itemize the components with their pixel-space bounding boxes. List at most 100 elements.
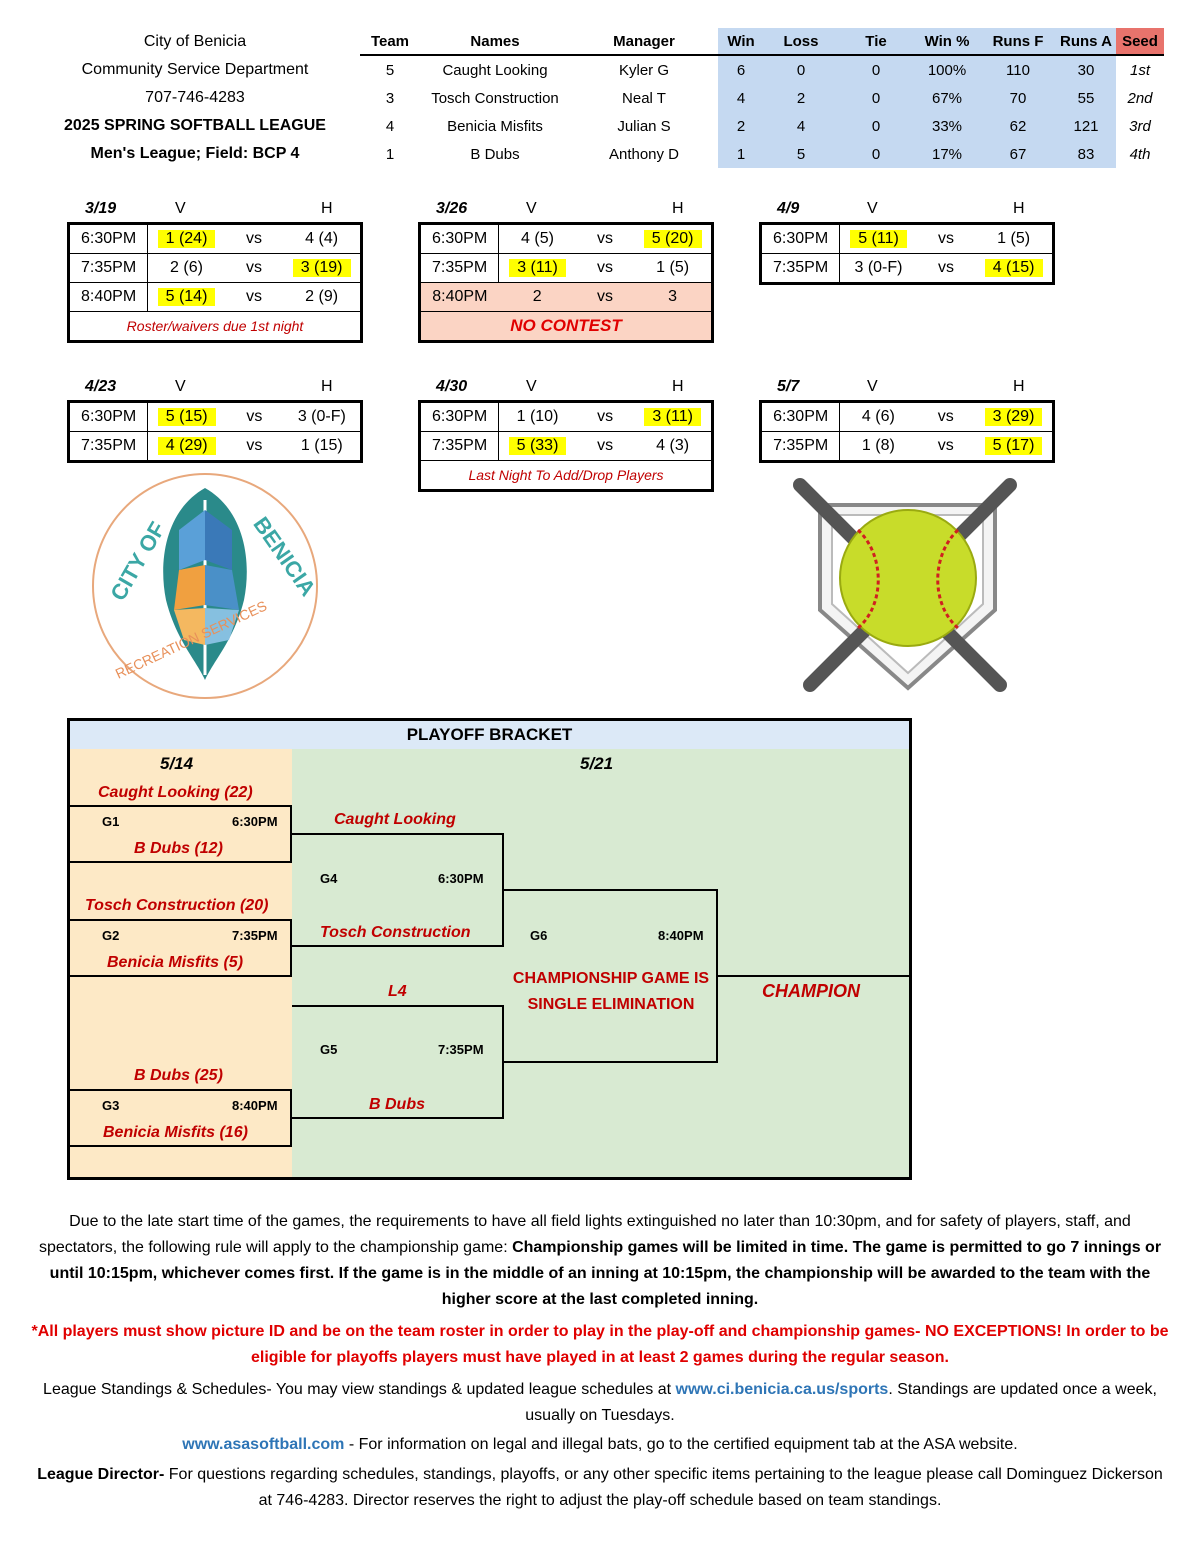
standings-cell: Caught Looking	[442, 61, 548, 79]
game-time: 6:30PM	[759, 401, 841, 432]
visitor-label: V	[175, 378, 186, 395]
vs-label: vs	[575, 431, 635, 461]
standings-cell: 3	[385, 89, 395, 107]
bracket-title: PLAYOFF BRACKET	[70, 721, 909, 749]
col-runs-for: Runs F	[980, 28, 1056, 55]
g1-top-team: Caught Looking (22)	[98, 784, 253, 801]
g6-time: 8:40PM	[658, 928, 704, 943]
svg-text:BENICIA: BENICIA	[248, 512, 320, 601]
standings-cell: 2	[764, 84, 838, 112]
g3-time: 8:40PM	[232, 1098, 278, 1113]
standings-cell: 3rd	[1129, 117, 1151, 135]
standings-cell: 1	[718, 140, 764, 168]
week-date: 3/26	[436, 200, 468, 217]
championship-note: CHAMPIONSHIP GAME IS SINGLE ELIMINATION	[512, 970, 710, 1013]
col-loss: Loss	[764, 28, 838, 55]
visitor-team: 4 (5)	[498, 223, 576, 254]
week-date: 5/7	[777, 378, 800, 395]
sports-link[interactable]: www.ci.benicia.ca.us/sports	[675, 1381, 889, 1398]
g2-label: G2	[102, 928, 120, 943]
g5-top-team: L4	[388, 983, 407, 1000]
col-win: Win	[718, 28, 764, 55]
standings-cell: B Dubs	[470, 145, 520, 163]
g1-label: G1	[102, 814, 120, 829]
vs-label: vs	[224, 253, 284, 283]
visitor-label: V	[526, 378, 537, 395]
g5-bottom-line	[292, 1117, 504, 1119]
g3-connector	[290, 1089, 292, 1147]
g1-time: 6:30PM	[232, 814, 278, 829]
visitor-team: 3 (11)	[498, 253, 576, 283]
visitor-team: 1 (8)	[839, 431, 917, 462]
standings-cell: 0	[838, 140, 914, 168]
home-team: 3 (11)	[634, 401, 714, 432]
vs-label: vs	[224, 223, 284, 254]
home-label: H	[321, 200, 333, 217]
vs-label: vs	[575, 282, 635, 312]
col-names: Names	[470, 32, 520, 50]
standings-cell: 100%	[914, 55, 980, 84]
standings-cell: 121	[1056, 112, 1116, 140]
home-team: 1 (5)	[975, 223, 1055, 254]
visitor-team: 4 (29)	[147, 431, 226, 462]
champion-line	[718, 975, 909, 977]
vs-label: vs	[225, 401, 284, 432]
standings-cell: 67%	[914, 84, 980, 112]
home-team: 3 (19)	[283, 253, 363, 283]
home-team: 5 (20)	[634, 223, 714, 254]
g6-top-line	[504, 889, 718, 891]
standings-cell: 2nd	[1127, 89, 1153, 107]
game-time: 7:35PM	[759, 253, 841, 284]
week-date: 4/30	[436, 378, 468, 395]
home-team: 5 (17)	[975, 431, 1055, 462]
standings-cell: 6	[718, 55, 764, 84]
game-time: 7:35PM	[67, 253, 149, 283]
g2-bottom-team: Benicia Misfits (5)	[107, 954, 244, 971]
g2-top-team: Tosch Construction (20)	[85, 897, 269, 914]
home-team: 4 (15)	[975, 253, 1055, 284]
visitor-team: 5 (33)	[498, 431, 576, 461]
g4-bottom-team: Tosch Construction	[320, 924, 471, 941]
playoff-bracket: PLAYOFF BRACKET 5/14 5/21 Caught Looking…	[67, 718, 912, 1180]
visitor-team: 5 (11)	[839, 223, 917, 254]
game-time: 6:30PM	[418, 401, 500, 432]
visitor-team: 1 (10)	[498, 401, 576, 432]
visitor-team: 5 (14)	[147, 282, 225, 312]
svg-text:CITY OF: CITY OF	[105, 518, 170, 605]
phone-number: 707-746-4283	[145, 89, 245, 106]
home-label: H	[1013, 200, 1025, 217]
g3-label: G3	[102, 1098, 120, 1113]
g5-bottom-team: B Dubs	[369, 1096, 425, 1113]
game-time: 7:35PM	[759, 431, 841, 462]
game-time: 6:30PM	[418, 223, 500, 254]
visitor-team: 1 (24)	[147, 223, 225, 254]
col-team: Team	[370, 32, 410, 50]
home-team: 2 (9)	[283, 282, 363, 312]
g4-bottom-line	[292, 945, 504, 947]
g4-time: 6:30PM	[438, 871, 484, 886]
g6-connector	[716, 889, 718, 1063]
asa-link[interactable]: www.asasoftball.com	[182, 1436, 345, 1453]
standings-cell: 110	[980, 55, 1056, 84]
visitor-team: 2	[498, 282, 576, 312]
g4-label: G4	[320, 871, 338, 886]
division-title: Men's League; Field: BCP 4	[90, 145, 300, 162]
g1-bottom-team: B Dubs (12)	[134, 840, 223, 857]
standings-cell: Benicia Misfits	[447, 117, 543, 135]
city-name: City of Benicia	[143, 33, 247, 50]
visitor-label: V	[867, 200, 878, 217]
standings-cell: 1st	[1129, 61, 1150, 79]
g6-label: G6	[530, 928, 548, 943]
